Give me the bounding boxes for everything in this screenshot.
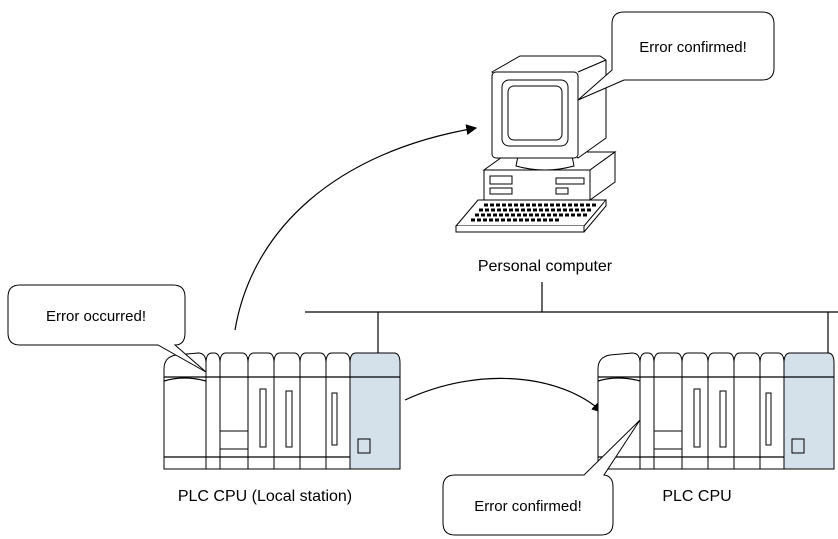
drive-slot [489,187,513,195]
arrow-to-pc [234,124,478,331]
local-plc-cpu-icon [163,352,401,470]
drive-slot [555,177,585,185]
local-bubble-text: Error occurred! [46,308,146,325]
speech-bubble-icon [7,284,207,373]
keyboard-keys [471,203,597,222]
personal-computer-icon [454,55,617,233]
remote-bubble-text: Error confirmed! [474,498,582,515]
local-speech-bubble: Error occurred! [7,284,207,373]
remote-plc-label: PLC CPU [662,488,731,505]
monitor-edge [577,59,607,73]
pc-bubble-text: Error confirmed! [639,39,747,56]
monitor-screen [507,85,563,141]
keyboard-edge [455,200,607,233]
drive-slot [555,187,569,195]
drive-slot [489,175,513,185]
arrow-to-remote-plc [404,377,603,413]
speech-bubble-icon [442,419,641,536]
pc-label: Personal computer [478,258,613,275]
desktop-unit-front [483,169,591,201]
pc-speech-bubble: Error confirmed! [577,11,775,101]
remote-plc-cpu-icon [597,352,835,470]
local-plc-label: PLC CPU (Local station) [178,488,352,505]
speech-bubble-icon [577,11,775,101]
remote-speech-bubble: Error confirmed! [442,419,641,536]
monitor-stand [515,155,575,171]
